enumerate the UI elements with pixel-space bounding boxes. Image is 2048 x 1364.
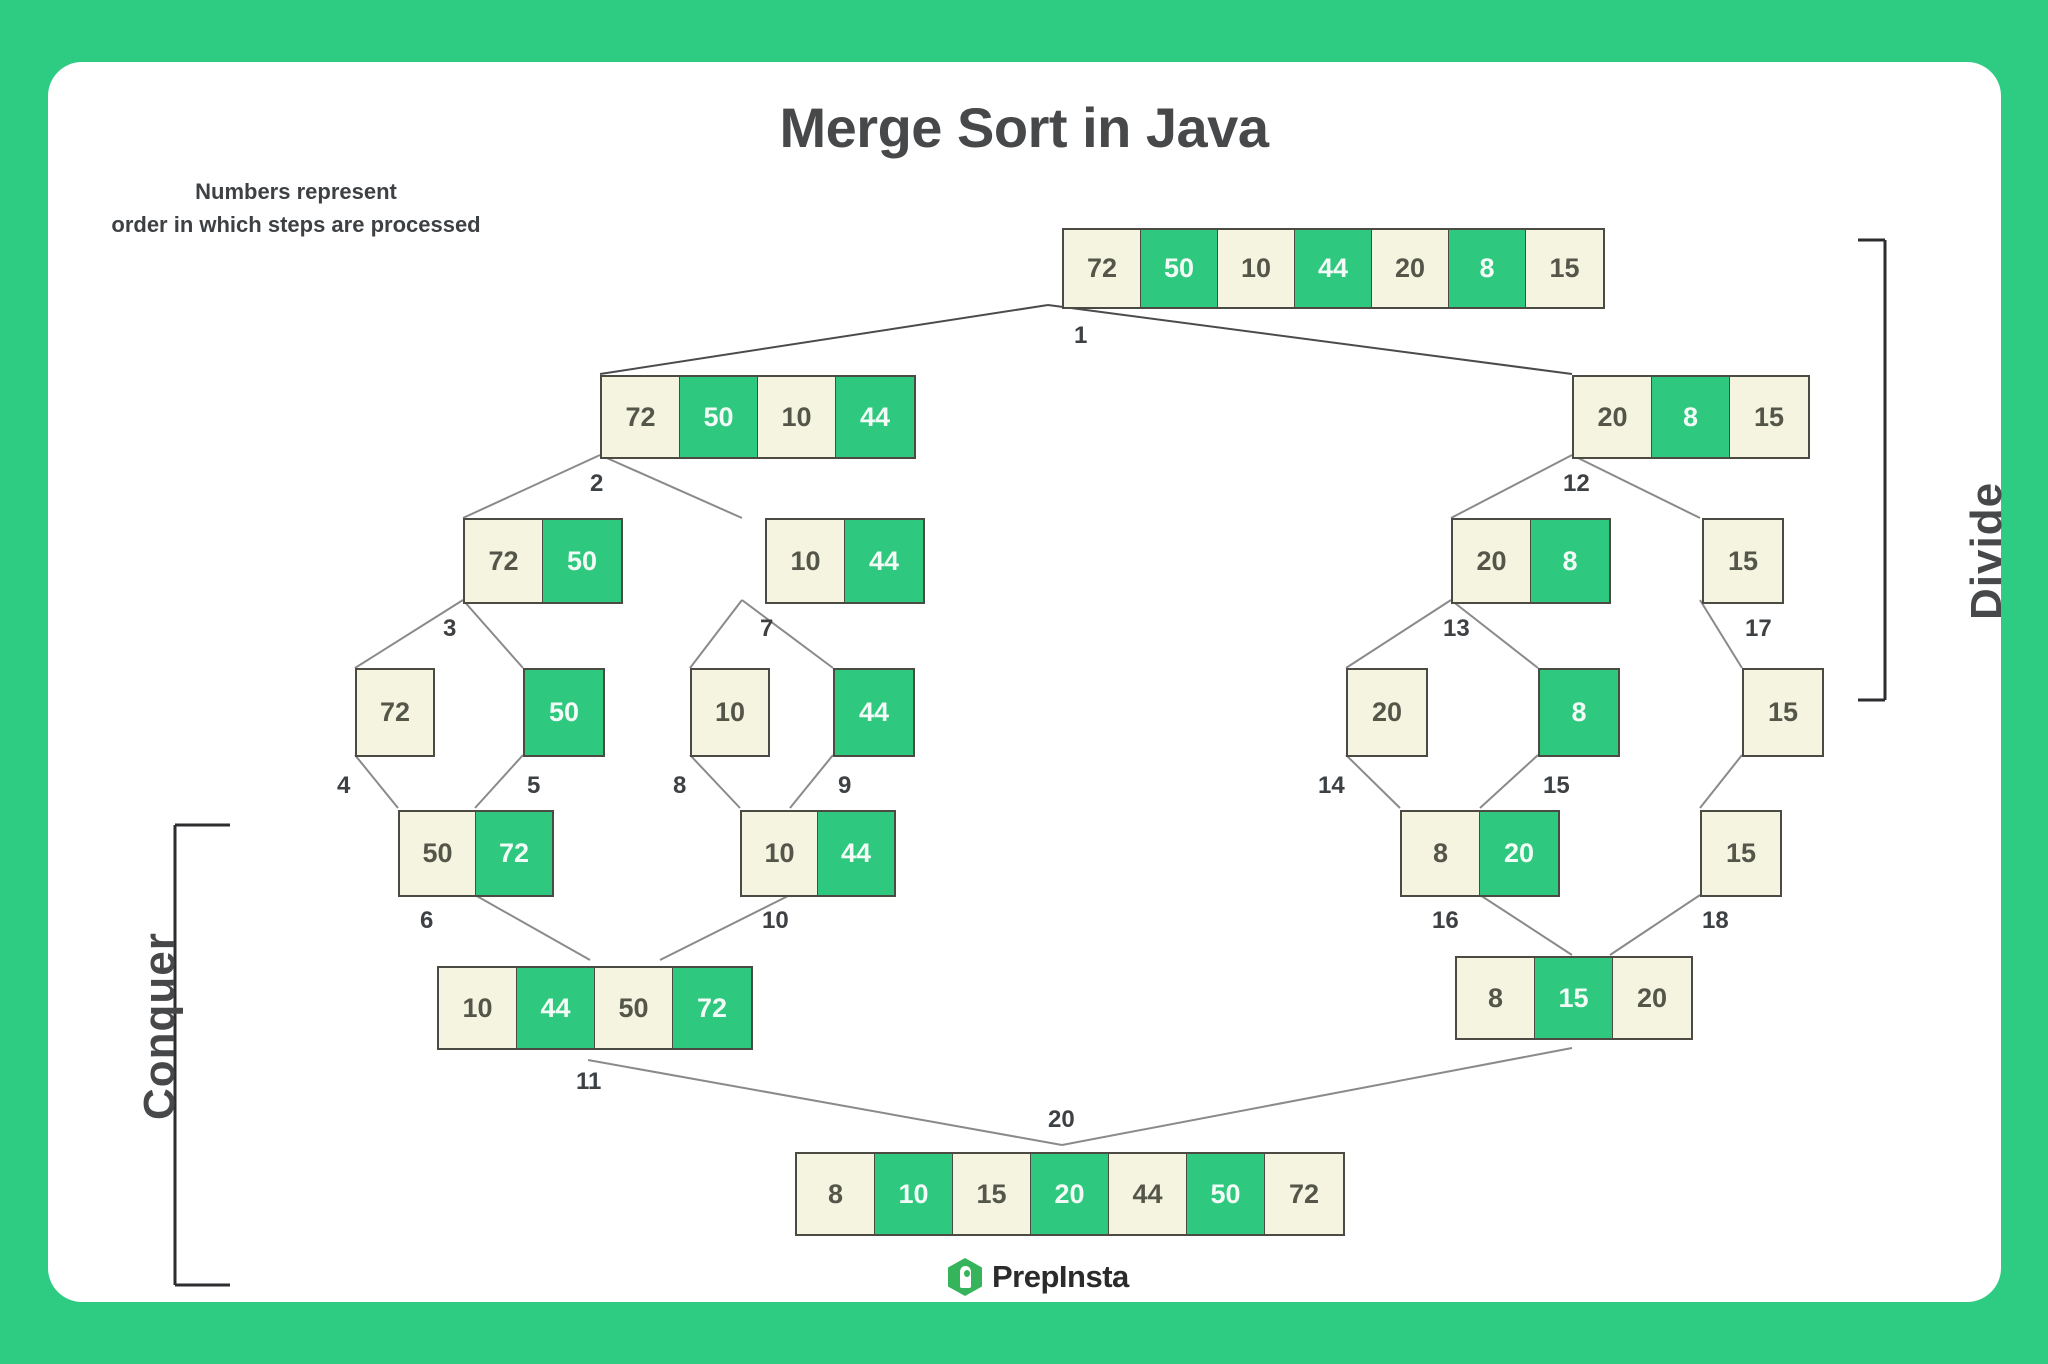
array-cell: 50 [525,670,603,755]
divide-label: Divide [1962,481,2011,620]
array-cell: 20 [1480,812,1558,895]
array-node: 15 [1700,810,1782,897]
step-number-label: 9 [838,772,852,799]
array-cell: 10 [692,670,768,755]
step-number-label: 11 [576,1068,602,1095]
array-node: 50 [523,668,605,757]
array-cell: 8 [1449,230,1526,307]
array-cell: 50 [543,520,621,602]
array-cell: 8 [1457,958,1535,1038]
array-cell: 8 [1540,670,1618,755]
array-cell: 15 [1744,670,1822,755]
array-cell: 8 [797,1154,875,1234]
brand-logo: PrepInsta [948,1258,1129,1296]
step-number-label: 10 [762,907,789,934]
array-cell: 15 [953,1154,1031,1234]
step-number-label: 3 [443,615,457,642]
array-cell: 20 [1372,230,1449,307]
array-cell: 50 [1141,230,1218,307]
array-cell: 72 [673,968,751,1048]
array-cell: 44 [845,520,923,602]
array-cell: 10 [875,1154,953,1234]
array-cell: 8 [1652,377,1730,457]
array-cell: 15 [1535,958,1613,1038]
array-cell: 44 [835,670,913,755]
legend-note: Numbers represent order in which steps ar… [86,175,506,241]
array-cell: 20 [1453,520,1531,602]
array-cell: 20 [1613,958,1691,1038]
array-cell: 50 [1187,1154,1265,1234]
step-number-label: 17 [1745,615,1772,642]
prepinsta-hex-icon [948,1258,982,1296]
array-cell: 15 [1702,812,1780,895]
array-cell: 20 [1574,377,1652,457]
array-cell: 50 [400,812,476,895]
array-cell: 44 [1109,1154,1187,1234]
array-cell: 72 [1265,1154,1343,1234]
array-cell: 72 [357,670,433,755]
array-cell: 72 [1064,230,1141,307]
array-cell: 8 [1531,520,1609,602]
step-number-label: 5 [527,772,541,799]
array-cell: 15 [1730,377,1808,457]
step-number-label: 14 [1318,772,1345,799]
step-number-label: 8 [673,772,687,799]
array-cell: 15 [1704,520,1782,602]
step-number-label: 12 [1563,470,1590,497]
brand-name: PrepInsta [992,1259,1129,1294]
array-node: 10 [690,668,770,757]
array-node: 15 [1742,668,1824,757]
array-cell: 10 [758,377,836,457]
legend-note-line: Numbers represent [195,179,397,204]
step-number-label: 1 [1074,322,1088,349]
array-cell: 72 [476,812,552,895]
content-card [48,62,2001,1302]
array-node: 44 [833,668,915,757]
page-title: Merge Sort in Java [779,96,1269,159]
array-node: 15 [1702,518,1784,604]
array-cell: 15 [1526,230,1603,307]
array-cell: 72 [602,377,680,457]
array-cell: 72 [465,520,543,602]
array-cell: 8 [1402,812,1480,895]
array-cell: 50 [595,968,673,1048]
step-number-label: 6 [420,907,434,934]
array-node: 20 [1346,668,1428,757]
array-cell: 44 [818,812,894,895]
step-number-label: 15 [1543,772,1570,799]
step-number-label: 16 [1432,907,1459,934]
step-number-label: 20 [1048,1106,1075,1133]
array-cell: 44 [1295,230,1372,307]
step-number-label: 18 [1702,907,1729,934]
array-cell: 50 [680,377,758,457]
step-number-label: 2 [590,470,604,497]
array-cell: 10 [439,968,517,1048]
array-cell: 44 [836,377,914,457]
array-node: 72 [355,668,435,757]
array-node: 8 [1538,668,1620,757]
legend-note-line: order in which steps are processed [111,212,481,237]
array-cell: 10 [1218,230,1295,307]
step-number-label: 7 [760,615,774,642]
array-cell: 10 [767,520,845,602]
array-cell: 10 [742,812,818,895]
array-cell: 20 [1031,1154,1109,1234]
array-cell: 20 [1348,670,1426,755]
step-number-label: 13 [1443,615,1470,642]
conquer-label: Conquer [135,932,184,1120]
step-number-label: 4 [337,772,351,799]
array-cell: 44 [517,968,595,1048]
